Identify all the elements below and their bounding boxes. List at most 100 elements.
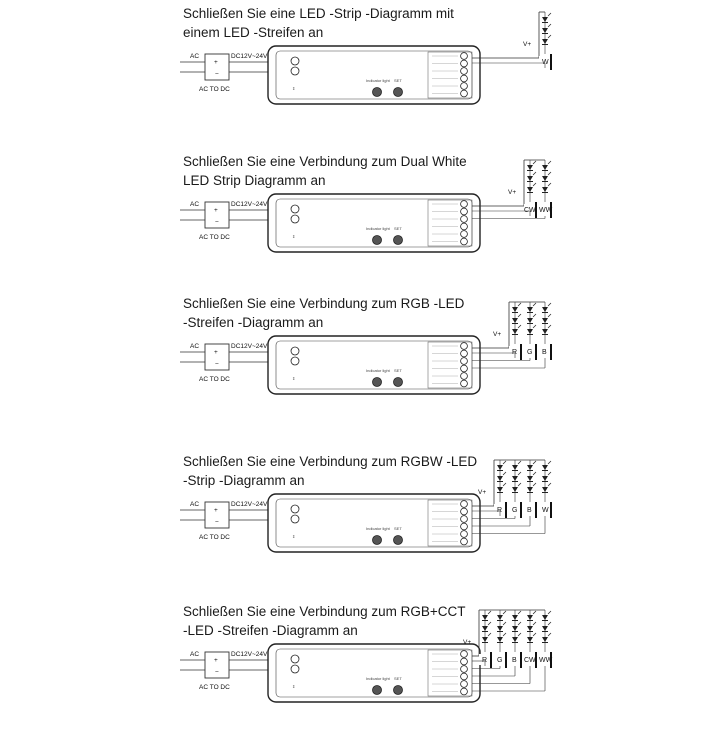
input-marker: ⇕	[292, 376, 295, 381]
led-icon	[542, 637, 548, 642]
led-icon	[542, 329, 548, 334]
channel-label: G	[527, 349, 532, 356]
led-ray	[487, 610, 492, 615]
led-icon	[512, 329, 518, 334]
minus-sign: −	[215, 519, 219, 526]
psu-label: AC TO DC	[199, 86, 230, 93]
section-title: Schließen Sie eine Verbindung zum RGB -L…	[183, 294, 483, 332]
indicator-light-icon	[372, 87, 382, 97]
led-ray	[547, 302, 552, 307]
title-line: Schließen Sie eine Verbindung zum RGBW -…	[183, 454, 478, 469]
output-terminal-icon	[460, 82, 468, 90]
output-terminal-icon	[460, 89, 468, 98]
channel-box	[494, 654, 506, 665]
output-block	[427, 341, 473, 389]
psu-label: AC TO DC	[199, 234, 230, 241]
led-ray	[532, 171, 537, 176]
led-ray	[547, 171, 552, 176]
psu-label: AC TO DC	[199, 684, 230, 691]
led-ray	[517, 460, 522, 465]
output-terminal-icon	[460, 349, 468, 358]
output-terminal-icon	[460, 237, 468, 246]
controller-body	[267, 193, 481, 253]
terminal-icon	[290, 346, 300, 356]
led-ray	[532, 313, 537, 318]
output-terminal-icon	[460, 215, 468, 223]
channel-label: B	[512, 657, 517, 664]
channel-box	[539, 204, 551, 215]
led-ray	[547, 160, 552, 165]
led-ray	[532, 621, 537, 626]
indicator-light-label: Indicator light	[366, 526, 391, 531]
channel-box	[509, 654, 521, 665]
led-ray	[487, 621, 492, 626]
diagram-section-rgb-cct: Schließen Sie eine Verbindung zum RGB+CC…	[0, 602, 720, 746]
set-button-icon	[393, 87, 403, 97]
led-ray	[502, 610, 507, 615]
channel-label: G	[512, 507, 517, 514]
indicator-light-label: Indicator light	[366, 226, 391, 231]
channel-label: B	[527, 507, 532, 514]
led-ray	[502, 482, 507, 487]
led-icon	[497, 465, 503, 470]
led-icon	[527, 318, 533, 323]
led-ray	[517, 324, 522, 329]
channel-label: CW	[524, 207, 536, 214]
led-ray	[532, 471, 537, 476]
led-ray	[547, 34, 552, 39]
minus-sign: −	[215, 669, 219, 676]
indicator-light-label: Indicator light	[366, 368, 391, 373]
title-line: LED Strip Diagramm an	[183, 173, 326, 188]
led-icon	[512, 465, 518, 470]
dc-label: DC12V~24V	[231, 651, 268, 658]
output-block	[427, 51, 473, 99]
led-ray	[502, 460, 507, 465]
led-icon	[482, 637, 488, 642]
output-terminal-icon	[460, 657, 468, 666]
title-line: Schließen Sie eine Verbindung zum RGB+CC…	[183, 604, 466, 619]
led-icon	[542, 465, 548, 470]
led-icon	[512, 615, 518, 620]
title-line: Schließen Sie eine Verbindung zum RGB -L…	[183, 296, 465, 311]
channel-label: R	[497, 507, 502, 514]
plus-sign: +	[214, 349, 218, 356]
led-ray	[532, 632, 537, 637]
output-terminal-icon	[460, 687, 468, 696]
output-terminal-icon	[460, 379, 468, 388]
led-ray	[517, 471, 522, 476]
controller-body	[267, 335, 481, 395]
output-terminal-icon	[460, 52, 468, 60]
channel-label: W	[542, 59, 549, 66]
led-icon	[497, 637, 503, 642]
channel-label: CW	[524, 657, 536, 664]
led-icon	[542, 17, 548, 22]
set-label: SET	[394, 676, 402, 681]
led-ray	[517, 482, 522, 487]
led-icon	[542, 187, 548, 192]
plus-sign: +	[214, 207, 218, 214]
led-ray	[532, 160, 537, 165]
vplus-label: V+	[493, 331, 501, 338]
controller-body	[267, 493, 481, 553]
channel-label: R	[482, 657, 487, 664]
led-ray	[547, 621, 552, 626]
output-terminal-icon	[460, 650, 468, 658]
channel-box	[539, 654, 551, 665]
led-ray	[502, 621, 507, 626]
channel-box	[494, 504, 506, 515]
led-icon	[527, 626, 533, 631]
channel-box	[524, 504, 536, 515]
dc-label: DC12V~24V	[231, 501, 268, 508]
output-terminal-icon	[460, 59, 468, 68]
led-icon	[512, 637, 518, 642]
diagram-section-rgb: Schließen Sie eine Verbindung zum RGB -L…	[0, 294, 720, 438]
led-icon	[482, 626, 488, 631]
led-icon	[527, 165, 533, 170]
led-icon	[497, 615, 503, 620]
led-ray	[532, 324, 537, 329]
led-icon	[542, 28, 548, 33]
output-terminal-icon	[460, 67, 468, 75]
output-terminal-icon	[460, 364, 468, 373]
ac-label: AC	[190, 201, 199, 208]
